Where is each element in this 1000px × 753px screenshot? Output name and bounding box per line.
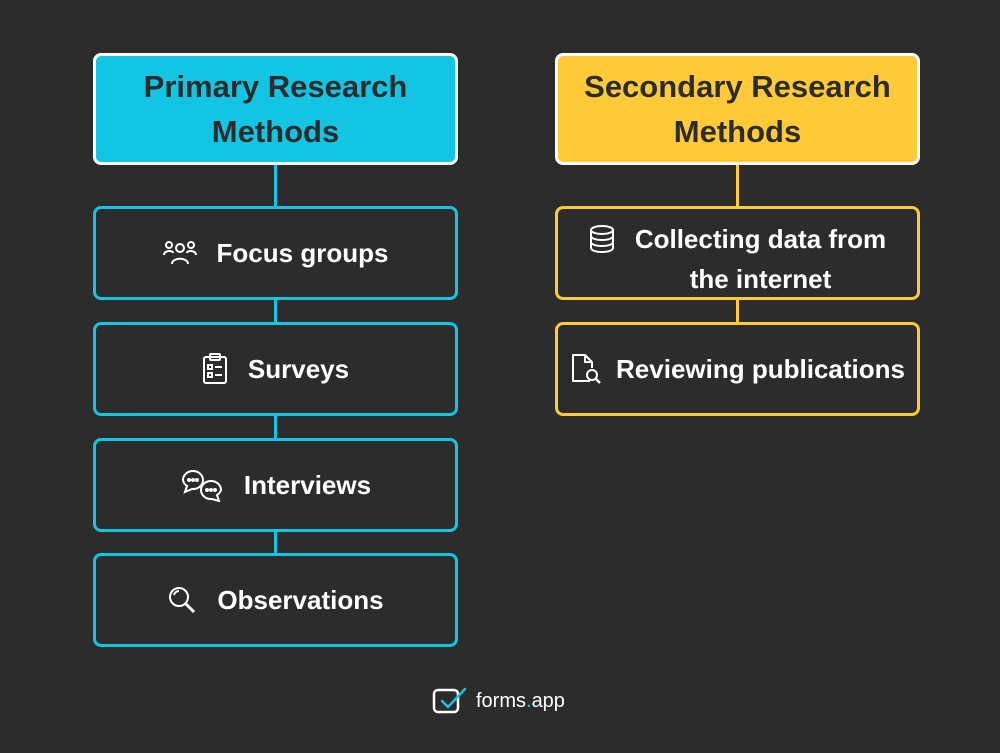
brand-suffix: app: [531, 689, 565, 712]
primary-title-line1: Primary Research: [143, 69, 408, 104]
connector-line: [274, 532, 277, 553]
method-observations: Observations: [93, 553, 458, 647]
connector-line: [274, 165, 277, 206]
forms-app-logo: forms.app: [432, 686, 565, 716]
secondary-methods-header: Secondary Research Methods: [555, 53, 920, 165]
method-label: Interviews: [243, 469, 372, 500]
method-label: Surveys: [247, 353, 350, 384]
connector-line: [736, 300, 739, 322]
document-search-icon: [570, 353, 602, 385]
method-focus-groups: Focus groups: [93, 206, 458, 300]
group-icon: [162, 239, 197, 267]
method-reviewing-publications: Reviewing publications: [555, 322, 920, 416]
secondary-title-line2: Methods: [673, 114, 802, 149]
chat-bubbles-icon: [180, 468, 224, 502]
forms-app-logo-icon: [432, 686, 468, 716]
method-label-line2: the internet: [689, 264, 832, 294]
brand-wordmark: forms.app: [476, 690, 565, 713]
primary-methods-header: Primary Research Methods: [93, 53, 458, 165]
primary-title-line2: Methods: [211, 114, 340, 149]
method-surveys: Surveys: [93, 322, 458, 416]
method-label: Focus groups: [216, 237, 389, 268]
connector-line: [274, 416, 277, 438]
method-label: Observations: [217, 584, 384, 615]
brand-dot: .: [526, 689, 532, 712]
method-label: Reviewing publications: [616, 353, 905, 384]
method-label-line1: Collecting data from: [634, 224, 887, 254]
magnifier-icon: [167, 585, 197, 615]
connector-line: [736, 165, 739, 206]
method-collecting-internet-data: Collecting data from the internet: [555, 206, 920, 300]
method-interviews: Interviews: [93, 438, 458, 532]
clipboard-icon: [202, 353, 228, 385]
secondary-title-line1: Secondary Research: [584, 69, 891, 104]
database-icon: [589, 225, 615, 253]
brand-prefix: forms: [476, 689, 526, 712]
connector-line: [274, 300, 277, 322]
